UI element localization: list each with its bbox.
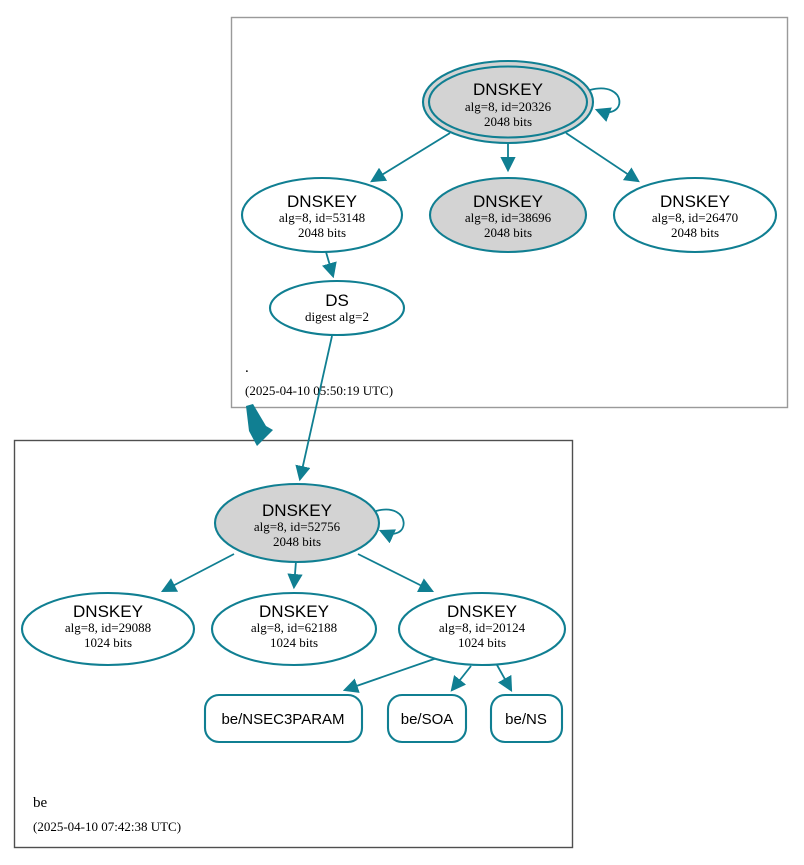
edge-dnskey-20124-to-ns	[496, 664, 513, 693]
node-dnskey-29088[interactable]: DNSKEY alg=8, id=29088 1024 bits	[20, 591, 196, 667]
node-dnskey-29088-detail: alg=8, id=29088	[65, 620, 151, 635]
node-ds-title: DS	[325, 291, 349, 310]
node-dnskey-20326-detail: alg=8, id=20326	[465, 99, 552, 114]
zone-name-be: be	[33, 795, 48, 811]
node-rrset-be-nsec3param[interactable]: be/NSEC3PARAM	[203, 693, 364, 744]
node-dnskey-29088-size: 1024 bits	[84, 635, 132, 650]
node-dnskey-20326[interactable]: DNSKEY alg=8, id=20326 2048 bits	[421, 59, 595, 145]
node-dnskey-53148-detail: alg=8, id=53148	[279, 210, 365, 225]
node-ds-detail: digest alg=2	[305, 309, 369, 324]
edge-dnskey-52756-to-62188	[287, 560, 303, 590]
node-dnskey-20124-detail: alg=8, id=20124	[439, 620, 526, 635]
zone-timestamp-be: (2025-04-10 07:42:38 UTC)	[33, 819, 181, 834]
node-dnskey-38696[interactable]: DNSKEY alg=8, id=38696 2048 bits	[428, 176, 588, 254]
node-dnskey-52756[interactable]: DNSKEY alg=8, id=52756 2048 bits	[213, 482, 381, 564]
zone-box-root	[230, 16, 789, 409]
rrset-be-nsec3param-label: be/NSEC3PARAM	[221, 711, 344, 728]
rrset-be-ns-label: be/NS	[505, 711, 547, 728]
edge-ds-to-dnskey-52756	[295, 335, 333, 482]
edge-dnskey-20326-to-53148	[370, 132, 451, 183]
zone-transition-arrow	[246, 404, 273, 446]
edge-dnskey-52756-to-20124	[357, 553, 435, 593]
zone-box-be	[13, 439, 574, 849]
node-dnskey-38696-title: DNSKEY	[473, 192, 543, 211]
edge-dnskey-52756-to-29088	[160, 553, 235, 593]
node-dnskey-53148-title: DNSKEY	[287, 192, 357, 211]
rrset-be-soa-label: be/SOA	[401, 711, 454, 728]
edge-dnskey-20124-to-nsec3param	[342, 657, 438, 693]
node-dnskey-62188[interactable]: DNSKEY alg=8, id=62188 1024 bits	[210, 591, 378, 667]
node-dnskey-20124-title: DNSKEY	[447, 602, 517, 621]
node-dnskey-52756-title: DNSKEY	[262, 501, 332, 520]
node-dnskey-38696-size: 2048 bits	[484, 225, 532, 240]
edge-dnskey-53148-to-ds	[322, 251, 337, 279]
zone-name-root: .	[245, 360, 249, 376]
self-loop-dnskey-20326	[589, 87, 621, 122]
node-dnskey-62188-title: DNSKEY	[259, 602, 329, 621]
self-loop-dnskey-52756	[375, 508, 405, 544]
node-dnskey-29088-title: DNSKEY	[73, 602, 143, 621]
edge-dnskey-20326-to-26470	[565, 132, 640, 183]
node-dnskey-20124-size: 1024 bits	[458, 635, 506, 650]
node-dnskey-52756-size: 2048 bits	[273, 534, 321, 549]
edge-dnskey-20124-to-soa	[450, 665, 472, 692]
node-dnskey-52756-detail: alg=8, id=52756	[254, 519, 341, 534]
node-dnskey-20326-title: DNSKEY	[473, 80, 543, 99]
node-ds-root[interactable]: DS digest alg=2	[268, 279, 406, 337]
node-dnskey-53148-size: 2048 bits	[298, 225, 346, 240]
node-dnskey-38696-detail: alg=8, id=38696	[465, 210, 552, 225]
node-dnskey-26470-title: DNSKEY	[660, 192, 730, 211]
node-dnskey-26470-size: 2048 bits	[671, 225, 719, 240]
node-dnskey-62188-detail: alg=8, id=62188	[251, 620, 337, 635]
node-rrset-be-soa[interactable]: be/SOA	[386, 693, 468, 744]
node-dnskey-53148[interactable]: DNSKEY alg=8, id=53148 2048 bits	[240, 176, 404, 254]
node-dnskey-20124[interactable]: DNSKEY alg=8, id=20124 1024 bits	[397, 591, 567, 667]
node-rrset-be-ns[interactable]: be/NS	[489, 693, 564, 744]
node-dnskey-62188-size: 1024 bits	[270, 635, 318, 650]
node-dnskey-26470-detail: alg=8, id=26470	[652, 210, 738, 225]
node-dnskey-20326-size: 2048 bits	[484, 114, 532, 129]
node-dnskey-26470[interactable]: DNSKEY alg=8, id=26470 2048 bits	[612, 176, 778, 254]
